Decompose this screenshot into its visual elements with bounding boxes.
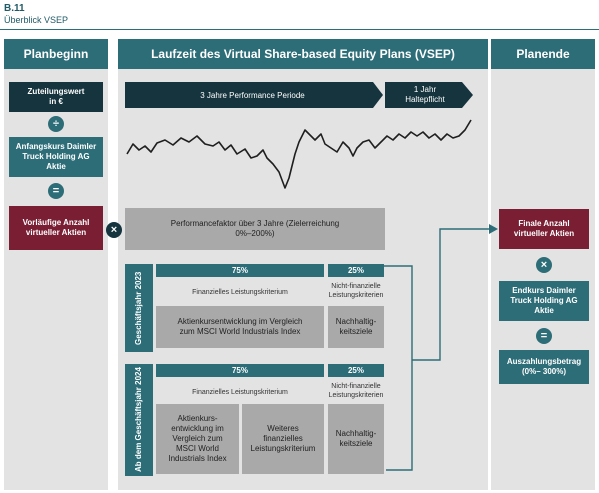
divide-icon: ÷ <box>48 116 64 132</box>
sustainability-box-2023: Nachhaltig-keitsziele <box>328 306 384 348</box>
further-financial-box-2024: Weiteres finanzielles Leistungskriterium <box>242 404 324 474</box>
final-shares-box: Finale Anzahl virtueller Aktien <box>499 209 589 249</box>
year-2024-label: Ab dem Geschäftsjahr 2024 <box>125 364 153 476</box>
equals-icon-end: = <box>536 328 552 344</box>
nonfinancial-criteria-label-2023: Nicht-finanzielle Leistungskriterien <box>328 283 384 299</box>
figure-title: Überblick VSEP <box>4 15 69 25</box>
payout-box: Auszahlungsbetrag (0%– 300%) <box>499 350 589 384</box>
pct-financial-2024: 75% <box>156 364 324 377</box>
column-header-term: Laufzeit des Virtual Share-based Equity … <box>118 39 488 69</box>
header-divider <box>0 29 599 30</box>
nonfinancial-criteria-label-2024: Nicht-finanzielle Leistungskriterien <box>328 383 384 399</box>
financial-criterion-label-2023: Finanzielles Leistungskriterium <box>192 289 288 296</box>
figure-code: B.11 <box>4 3 25 14</box>
pct-nonfinancial-2023: 25% <box>328 264 384 277</box>
multiply-icon: × <box>106 222 122 238</box>
grant-value-box: Zuteilungswert in € <box>9 82 103 112</box>
timeline-arrows <box>125 82 473 108</box>
holding-period-label: 1 Jahr Haltepflicht <box>405 85 445 104</box>
left-panel <box>4 39 108 490</box>
share-performance-box-2023: Aktienkursentwicklung im Vergleich zum M… <box>156 306 324 348</box>
start-price-box: Anfangskurs Daimler Truck Holding AG Akt… <box>9 137 103 177</box>
preliminary-shares-box: Vorläufige Anzahl virtueller Aktien <box>9 206 103 250</box>
financial-criterion-label-2024: Finanzielles Leistungskriterium <box>192 389 288 396</box>
column-header-start: Planbeginn <box>4 39 108 69</box>
pct-nonfinancial-2024: 25% <box>328 364 384 377</box>
share-performance-box-2024: Aktienkurs-entwicklung im Vergleich zum … <box>156 404 239 474</box>
holding-period-arrow <box>385 82 473 108</box>
sustainability-box-2024: Nachhaltig-keitsziele <box>328 404 384 474</box>
year-2023-label: Geschäftsjahr 2023 <box>125 264 153 352</box>
equals-icon: = <box>48 183 64 199</box>
performance-period-arrow <box>125 82 383 108</box>
pct-financial-2023: 75% <box>156 264 324 277</box>
share-price-line <box>126 119 472 189</box>
performance-factor-box: Performancefaktor über 3 Jahre (Zielerre… <box>125 208 385 250</box>
multiply-icon-end: × <box>536 257 552 273</box>
end-price-box: Endkurs Daimler Truck Holding AG Aktie <box>499 281 589 321</box>
column-header-end: Planende <box>491 39 595 69</box>
performance-period-label: 3 Jahre Performance Periode <box>200 90 305 100</box>
